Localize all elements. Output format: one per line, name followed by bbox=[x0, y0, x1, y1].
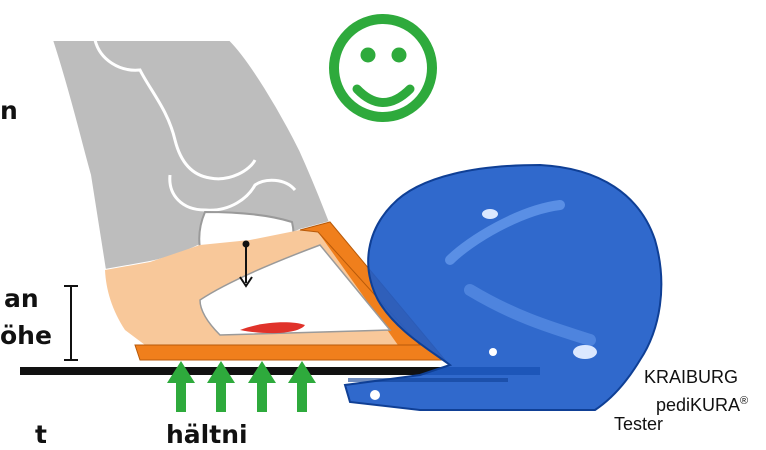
height-bracket bbox=[64, 286, 78, 360]
product-name: pediKURA bbox=[656, 395, 740, 415]
left-label-top: n bbox=[0, 96, 18, 126]
left-label-mid-1: an bbox=[4, 284, 39, 314]
registered-mark: ® bbox=[740, 395, 748, 407]
product-name-line: pediKURA® bbox=[656, 390, 748, 416]
smiley-face-icon bbox=[334, 19, 432, 117]
bottom-fragment-1: t bbox=[35, 420, 47, 450]
left-label-mid-2: öhe bbox=[0, 321, 52, 351]
product-type: Tester bbox=[614, 413, 663, 435]
brand-name: KRAIBURG bbox=[644, 366, 738, 388]
bottom-fragment-2: hältni bbox=[166, 420, 248, 450]
